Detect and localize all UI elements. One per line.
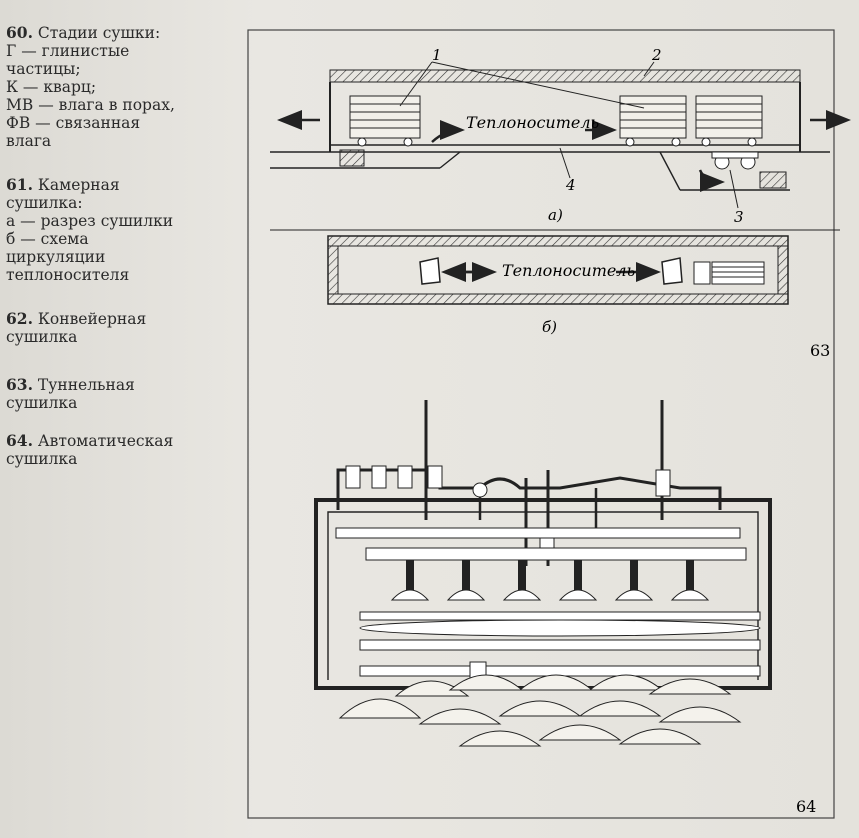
caption-line: Г — глинистые	[6, 42, 130, 60]
caption-line: МВ — влага в порах,	[6, 96, 175, 114]
leader-line	[643, 61, 655, 77]
caption-line: частицы;	[6, 60, 81, 78]
caption-line: а — разрез сушилки	[6, 212, 174, 230]
caption-line: сушилка:	[6, 194, 83, 212]
caption-line: Туннельная	[37, 376, 135, 394]
caption-number: 61.	[6, 175, 33, 194]
chamber-wall-right	[777, 245, 789, 295]
flow-arrow	[431, 120, 465, 143]
caption-number: 64.	[6, 431, 33, 450]
caption-line: сушилка	[6, 450, 78, 468]
stacked-bricks	[711, 261, 765, 285]
caption-line: теплоносителя	[6, 266, 130, 284]
pipework	[478, 488, 598, 530]
caption-line: б — схема	[6, 230, 89, 248]
caption-61: 61. Камерная сушилка: а — разрез сушилки…	[6, 175, 174, 285]
air-vent-right	[759, 171, 787, 189]
tunnel-roof	[329, 69, 801, 83]
flow-arrow	[698, 169, 725, 192]
leader-line	[729, 169, 739, 209]
heat-carrier-label-a: Теплоноситель	[466, 113, 599, 132]
kiln-car-2	[619, 95, 687, 147]
kiln-car-1	[349, 95, 421, 147]
callout-2: 2	[651, 46, 662, 64]
callout-3: 3	[734, 208, 744, 226]
caption-64: 64. Автоматическая сушилка	[6, 431, 174, 469]
caption-line: Камерная	[37, 176, 120, 194]
lower-trays	[359, 611, 761, 677]
fan-unit	[711, 151, 759, 170]
figure-panel: 1 2 3 4 Теплоноситель а)	[247, 29, 851, 819]
pipework	[336, 468, 722, 510]
leader-line	[431, 61, 645, 109]
dried-dishes	[338, 674, 742, 747]
caption-number: 62.	[6, 309, 33, 328]
caption-line: К — кварц;	[6, 78, 97, 96]
heat-circulation-scheme: Теплоноситель б)	[270, 229, 840, 336]
caption-line: Стадии сушки:	[37, 24, 161, 42]
caption-line: сушилка	[6, 394, 78, 412]
figure-number-63: 63	[810, 341, 830, 360]
caption-number: 60.	[6, 23, 33, 42]
duct-line	[439, 151, 461, 169]
caption-line: Автоматическая	[37, 432, 174, 450]
caption-line: циркуляции	[6, 248, 106, 266]
subfigure-a-label: а)	[548, 206, 563, 224]
middle-plate	[365, 547, 747, 561]
callout-4: 4	[565, 176, 576, 194]
caption-line: сушилка	[6, 328, 78, 346]
leader-line	[559, 147, 571, 179]
heat-carrier-label-b: Теплоноситель	[502, 261, 635, 280]
kiln-car-3	[695, 95, 763, 147]
fan-box	[693, 261, 711, 285]
caption-line: Конвейерная	[37, 310, 147, 328]
automatic-dryer	[314, 400, 772, 747]
callout-1: 1	[432, 46, 442, 64]
duct-line	[659, 151, 681, 191]
figure-frame	[247, 29, 835, 819]
chamber-wall-left	[327, 245, 339, 295]
upper-plate	[335, 527, 741, 539]
vent-opening	[419, 257, 441, 285]
leader-line	[399, 61, 433, 107]
caption-60: 60. Стадии сушки: Г — глинистые частицы;…	[6, 23, 175, 151]
caption-62: 62. Конвейерная сушилка	[6, 309, 147, 347]
chamber-wall-top	[327, 235, 789, 247]
caption-number: 63.	[6, 375, 33, 394]
caption-line: влага	[6, 132, 52, 150]
suction-cups	[390, 560, 710, 601]
caption-63: 63. Туннельная сушилка	[6, 375, 135, 413]
caption-line: ФВ — связанная	[6, 114, 141, 132]
figure-number-64: 64	[796, 797, 816, 816]
tunnel-dryer-section: 1 2 3 4 Теплоноситель а)	[270, 46, 851, 226]
chamber-wall-bottom	[327, 293, 789, 305]
vent-opening	[661, 257, 683, 285]
inner-frame	[327, 511, 759, 680]
subfigure-b-label: б)	[542, 318, 557, 336]
air-vent-left	[339, 149, 365, 167]
